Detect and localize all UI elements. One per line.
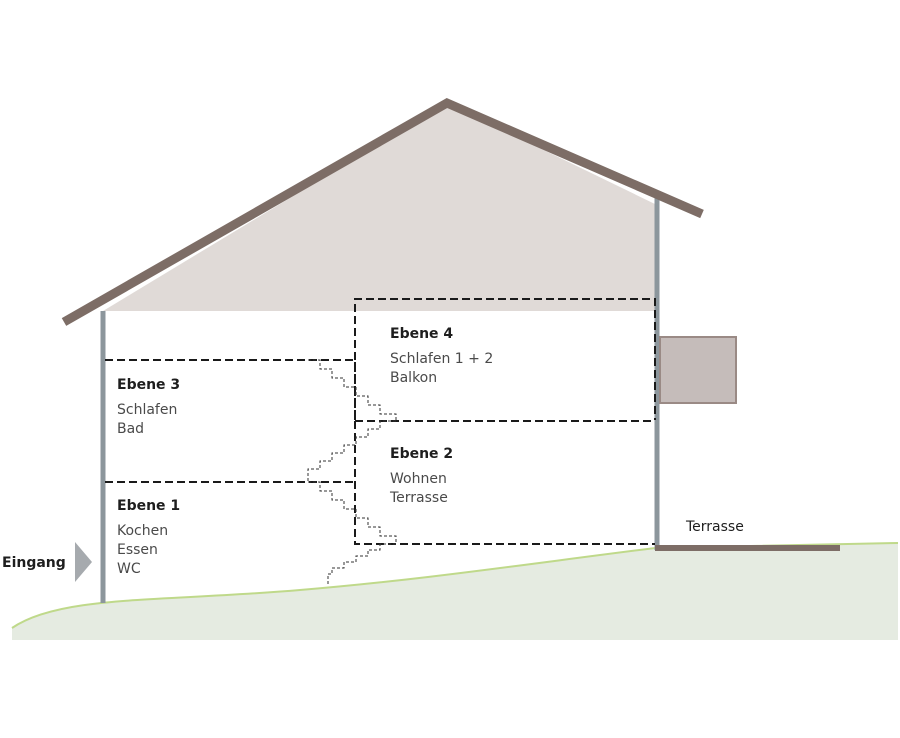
level-4-room: Schlafen 1 + 2	[390, 351, 493, 367]
level-2-outline	[354, 421, 655, 545]
stair-entry-to-1	[327, 543, 396, 584]
level-1-room: WC	[117, 561, 141, 577]
grass-line	[11, 542, 899, 629]
level-2-room: Terrasse	[389, 490, 448, 506]
level-2-title: Ebene 2	[390, 446, 453, 462]
level-3-title: Ebene 3	[117, 377, 180, 393]
ground	[12, 543, 898, 640]
level-2-room: Wohnen	[390, 471, 447, 487]
stair-3-to-4	[308, 359, 397, 421]
stair-1-to-2	[308, 481, 397, 544]
entrance-label: Eingang	[2, 555, 66, 571]
level-1-room: Essen	[117, 542, 158, 558]
level-4-outline	[354, 298, 656, 420]
level-4-title: Ebene 4	[390, 326, 453, 342]
level-4-room: Balkon	[390, 370, 437, 386]
attic-area	[103, 103, 657, 311]
entrance-arrow-icon	[75, 542, 92, 582]
level-1-room: Kochen	[117, 523, 168, 539]
level-1-title: Ebene 1	[117, 498, 180, 514]
balcony-box	[659, 336, 737, 404]
terrace-label: Terrasse	[685, 519, 744, 535]
level-3-room: Bad	[117, 421, 144, 437]
level-3-room: Schlafen	[117, 402, 177, 418]
roof	[61, 97, 704, 326]
level-3-outline	[105, 359, 356, 420]
stair-2-to-3	[307, 420, 396, 482]
